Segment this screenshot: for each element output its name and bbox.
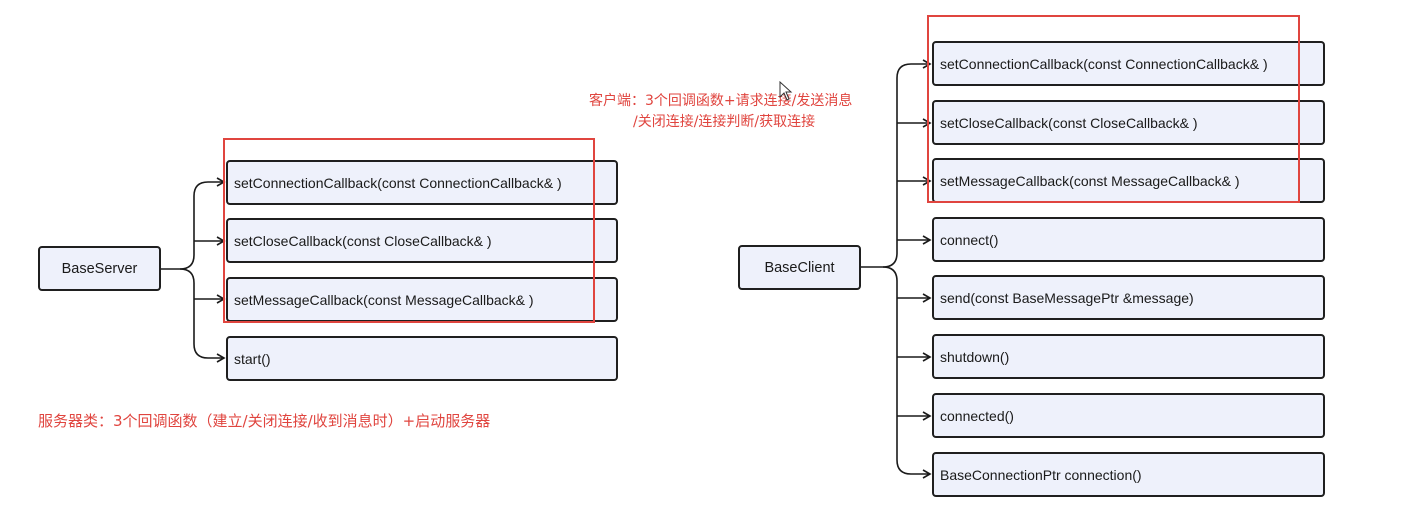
- server-trunk-lower: [179, 268, 226, 363]
- client-method-connection: BaseConnectionPtr connection(): [932, 452, 1325, 497]
- server-callbacks-highlight-box: [223, 138, 595, 323]
- method-label: shutdown(): [940, 348, 1010, 365]
- base-client-label: BaseClient: [764, 259, 835, 276]
- method-label: send(const BaseMessagePtr &message): [940, 289, 1194, 306]
- method-label: BaseConnectionPtr connection(): [940, 466, 1142, 483]
- server-method-start: start(): [226, 336, 618, 381]
- base-server-label: BaseServer: [61, 260, 138, 277]
- method-label: setConnectionCallback(const ConnectionCa…: [940, 55, 1268, 72]
- base-server-node: BaseServer: [38, 246, 161, 291]
- client-method-connected: connected(): [932, 393, 1325, 438]
- client-annotation-line-1: 客户端：3个回调函数+请求连接/发送消息: [589, 93, 853, 109]
- server-method-set-close-callback: setCloseCallback(const CloseCallback& ): [226, 218, 618, 263]
- mouse-cursor-icon: [779, 81, 793, 101]
- method-label: start(): [234, 350, 271, 367]
- method-label: setConnectionCallback(const ConnectionCa…: [234, 174, 562, 191]
- client-trunk-lower: [882, 266, 932, 479]
- server-annotation: 服务器类：3个回调函数（建立/关闭连接/收到消息时）+启动服务器: [38, 412, 491, 430]
- method-label: setCloseCallback(const CloseCallback& ): [940, 114, 1198, 131]
- client-method-set-close-callback: setCloseCallback(const CloseCallback& ): [932, 100, 1325, 145]
- client-trunk: [861, 59, 932, 268]
- client-method-set-connection-callback: setConnectionCallback(const ConnectionCa…: [932, 41, 1325, 86]
- server-method-set-message-callback: setMessageCallback(const MessageCallback…: [226, 277, 618, 322]
- method-label: setMessageCallback(const MessageCallback…: [234, 291, 534, 308]
- client-method-shutdown: shutdown(): [932, 334, 1325, 379]
- server-method-set-connection-callback: setConnectionCallback(const ConnectionCa…: [226, 160, 618, 205]
- client-method-connect: connect(): [932, 217, 1325, 262]
- client-method-send: send(const BaseMessagePtr &message): [932, 275, 1325, 320]
- method-label: setMessageCallback(const MessageCallback…: [940, 172, 1240, 189]
- client-annotation-line-2: /关闭连接/连接判断/获取连接: [633, 114, 816, 130]
- base-client-node: BaseClient: [738, 245, 861, 290]
- method-label: setCloseCallback(const CloseCallback& ): [234, 232, 492, 249]
- client-callbacks-highlight-box: [927, 15, 1300, 203]
- method-label: connect(): [940, 231, 999, 248]
- method-label: connected(): [940, 407, 1014, 424]
- server-trunk: [161, 177, 226, 270]
